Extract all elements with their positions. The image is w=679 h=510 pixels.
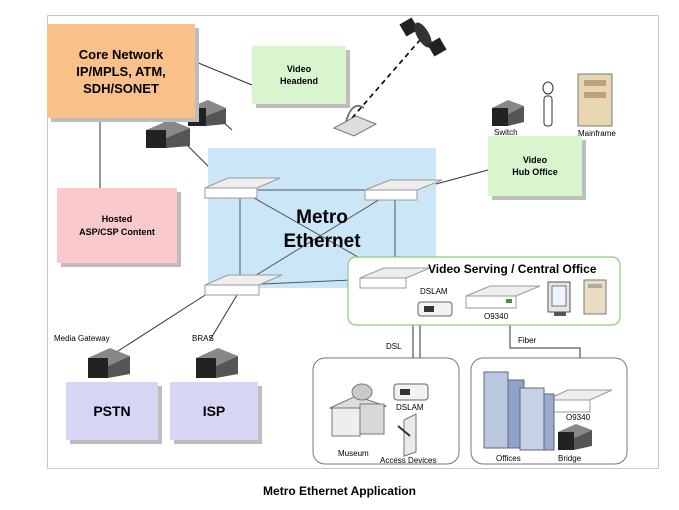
mainframe-label: Mainframe — [578, 129, 616, 138]
museum-label: Museum — [338, 449, 369, 458]
dslam-top-device — [417, 301, 453, 317]
video-hub-line2: Hub Office — [512, 167, 558, 177]
museum-icon — [328, 383, 388, 437]
figure-caption: Metro Ethernet Application — [263, 484, 416, 498]
metro-switch-1 — [204, 177, 281, 199]
wireless-antenna-icon — [542, 81, 554, 127]
video-headend-box: Video Headend — [252, 46, 346, 104]
metro-switch-4 — [359, 267, 431, 289]
hosted-content-box: Hosted ASP/CSP Content — [57, 188, 177, 263]
core-router-1 — [146, 120, 190, 148]
metro-to-hub-line — [435, 169, 489, 185]
o9340-top-device — [465, 285, 541, 309]
bridge-label: Bridge — [558, 454, 582, 463]
core-to-headend-line — [195, 61, 253, 86]
monitor-icon — [547, 281, 571, 316]
access-devices-label: Access Devices — [380, 456, 437, 465]
isp-box: ISP — [170, 382, 258, 440]
isp-label: ISP — [202, 403, 226, 419]
switch-device — [492, 100, 524, 126]
o9340-top-label: O9340 — [484, 312, 509, 321]
video-headend-line1: Video — [286, 64, 312, 74]
fiber-label: Fiber — [518, 336, 537, 345]
core-network-box: Core Network IP/MPLS, ATM, SDH/SONET — [47, 24, 195, 118]
offices-label: Offices — [496, 454, 521, 463]
satellite-dish-icon — [332, 104, 378, 137]
dslam-top-label: DSLAM — [420, 287, 448, 296]
metro-to-bras-line — [209, 294, 238, 341]
o9340-bottom-label: O9340 — [566, 413, 591, 422]
access-device-icon — [397, 413, 417, 457]
video-hub-line1: Video — [522, 155, 548, 165]
mainframe-icon — [577, 73, 613, 127]
metro-ethernet-label: Metro Ethernet — [262, 206, 382, 254]
pstn-label: PSTN — [93, 403, 131, 419]
hosted-line1: Hosted — [101, 213, 133, 224]
core-network-line2: IP/MPLS, ATM, — [76, 63, 166, 79]
switch-label: Switch — [494, 128, 518, 137]
bras-label: BRAS — [192, 334, 214, 343]
video-headend-line2: Headend — [279, 76, 318, 86]
pstn-box: PSTN — [66, 382, 158, 440]
bras-device — [196, 348, 238, 378]
video-hub-office-box: Video Hub Office — [488, 136, 582, 196]
satellite-icon — [399, 17, 447, 57]
video-serving-title: Video Serving / Central Office — [428, 262, 597, 276]
pc-tower-icon — [583, 279, 607, 315]
diagram-frame — [47, 15, 659, 469]
metro-switch-2 — [364, 179, 443, 201]
o9340-bottom-device — [545, 389, 613, 413]
hosted-line2: ASP/CSP Content — [79, 226, 155, 237]
dsl-label: DSL — [386, 342, 402, 351]
media-gateway-device — [88, 348, 130, 378]
bridge-device — [558, 424, 592, 450]
core-network-line3: SDH/SONET — [83, 80, 159, 96]
dslam-bottom-label: DSLAM — [396, 403, 424, 412]
metro-line1: Metro — [296, 207, 348, 228]
metro-to-media-gateway-line — [103, 289, 214, 361]
metro-line2: Ethernet — [283, 231, 361, 252]
metro-switch-3 — [204, 274, 283, 296]
media-gateway-label: Media Gateway — [54, 334, 110, 343]
core-network-line1: Core Network — [78, 46, 164, 62]
dslam-bottom-device — [393, 383, 429, 401]
office-towers-icon — [483, 371, 555, 451]
